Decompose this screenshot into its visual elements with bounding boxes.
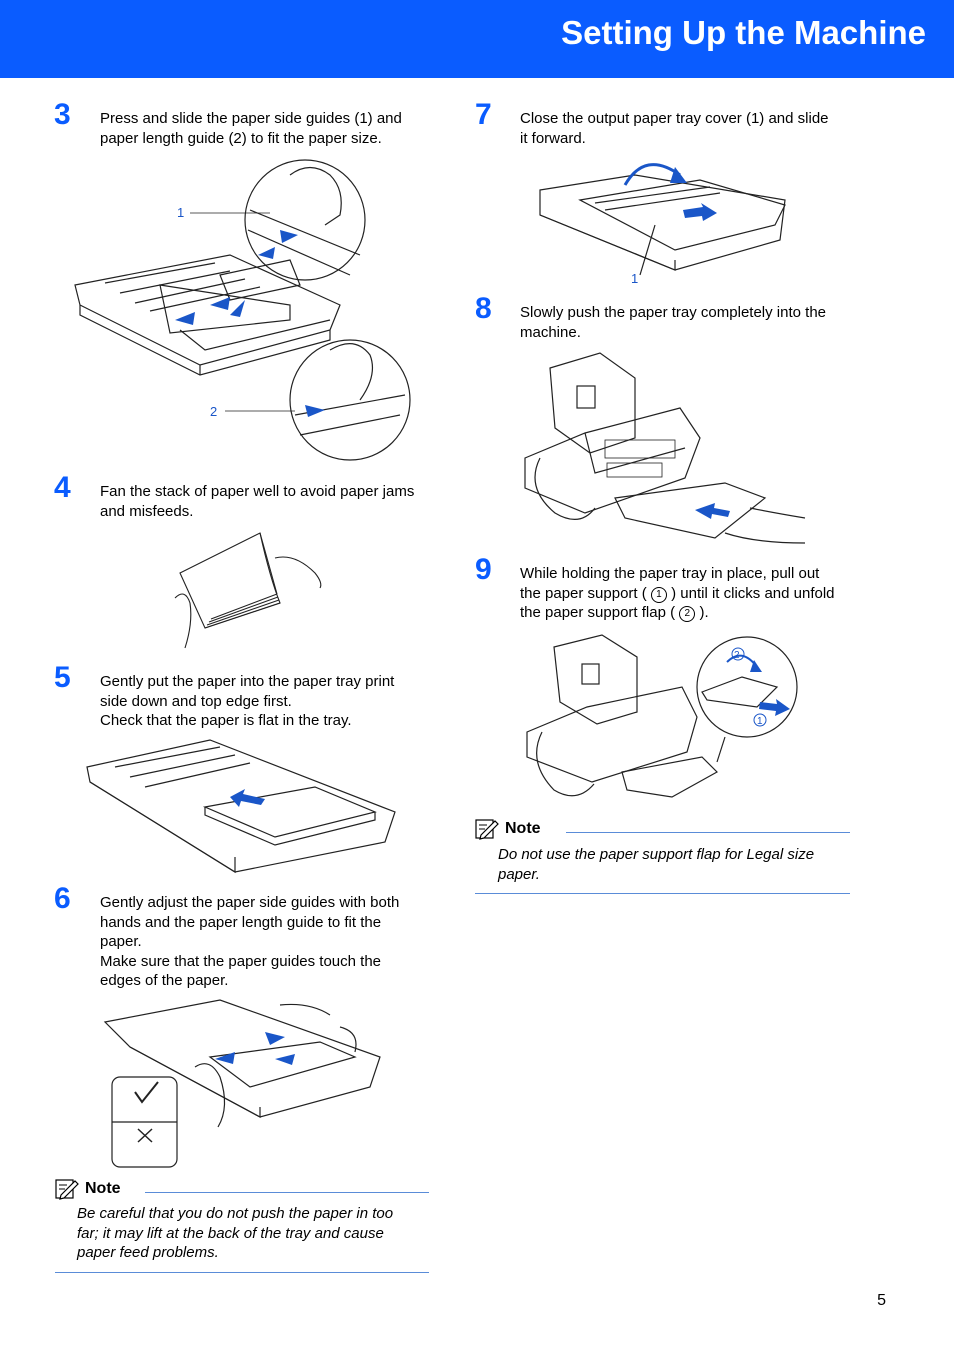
step-9-line-3-end: ). — [699, 604, 709, 621]
step-7-line: it forward. — [520, 129, 586, 147]
note-1-bottom-rule — [55, 1272, 429, 1273]
step-6-line: Make sure that the paper guides touch th… — [100, 952, 382, 970]
note-1-line: paper feed problems. — [77, 1244, 219, 1261]
step-5-line: side down and top edge first. — [100, 692, 292, 710]
step-4-text: Fan the stack of paper well to avoid pap… — [100, 482, 414, 521]
step-5-number: 5 — [54, 661, 71, 694]
step-4-number: 4 — [54, 471, 71, 504]
step-9-callout-2: 2 — [734, 650, 740, 661]
step-8-line: machine. — [520, 323, 581, 341]
note-box-2: Note Do not use the paper support flap f… — [475, 817, 850, 895]
step-9-line-2-start: the paper support ( — [520, 584, 647, 602]
step-9-callout-1: 1 — [757, 716, 763, 727]
note-2-label: Note — [505, 820, 541, 837]
note-1-line: far; it may lift at the back of the tray… — [77, 1224, 384, 1242]
step-8-text: Slowly push the paper tray completely in… — [520, 303, 826, 342]
step-5-line: Check that the paper is flat in the tray… — [100, 712, 352, 729]
step-3-callout-2: 2 — [210, 404, 217, 419]
step-3-text: Press and slide the paper side guides (1… — [100, 109, 402, 148]
step-9-text: While holding the paper tray in place, p… — [520, 564, 835, 623]
step-7-text: Close the output paper tray cover (1) an… — [520, 109, 829, 148]
note-2-line: Do not use the paper support flap for Le… — [498, 846, 815, 863]
step-6-number: 6 — [54, 882, 71, 915]
step-6-line: edges of the paper. — [100, 972, 229, 989]
step-4-line: Fan the stack of paper well to avoid pap… — [100, 483, 415, 500]
step-9-line-2-end: ) until it clicks and unfold — [671, 584, 835, 602]
step-5-figure-loading-paper — [85, 737, 400, 877]
step-8-figure-push-tray-in — [515, 348, 810, 553]
note-2-heading: Note — [475, 817, 541, 841]
step-6-figure-adjust-guides — [100, 997, 385, 1172]
step-3-line: Press and slide the paper side guides (1… — [100, 110, 402, 127]
step-7-line: Close the output paper tray cover (1) an… — [520, 110, 829, 127]
step-6-line: paper. — [100, 933, 142, 950]
step-5-text: Gently put the paper into the paper tray… — [100, 672, 394, 731]
step-9-number: 9 — [475, 553, 492, 586]
circled-number-2-icon: 2 — [679, 606, 696, 622]
circled-number-1-icon: 1 — [650, 586, 667, 603]
step-8-number: 8 — [475, 292, 492, 325]
note-1-label: Note — [85, 1180, 121, 1197]
step-9-line-1: While holding the paper tray in place, p… — [520, 565, 820, 582]
note-1-heading: Note — [55, 1177, 121, 1201]
step-6-line: hands and the paper length guide to fit … — [100, 913, 382, 931]
step-7-figure-close-output-tray: 1 — [535, 155, 790, 290]
page-number: 5 — [877, 1292, 886, 1309]
note-box-1: Note Be careful that you do not push the… — [55, 1177, 429, 1274]
note-2-bottom-rule — [475, 893, 850, 894]
step-9-figure-pull-paper-support: 2 1 — [522, 632, 802, 810]
step-4-figure-fanning-paper — [155, 528, 330, 656]
note-2-line: paper. — [498, 865, 540, 883]
step-3-line: paper length guide (2) to fit the paper … — [100, 129, 382, 147]
note-2-rule — [566, 832, 850, 833]
note-1-line: Be careful that you do not push the pape… — [77, 1205, 394, 1222]
step-5-line: Gently put the paper into the paper tray… — [100, 673, 395, 690]
pencil-note-icon — [475, 819, 499, 840]
page-title: Setting Up the Machine — [561, 14, 926, 51]
step-9-line-3: the paper support flap ( 2 ). — [520, 603, 835, 623]
note-2-text: Do not use the paper support flap for Le… — [498, 845, 814, 884]
note-1-rule — [145, 1192, 429, 1193]
step-6-text: Gently adjust the paper side guides with… — [100, 893, 399, 991]
page-header: Setting Up the Machine — [0, 0, 954, 78]
note-1-text: Be careful that you do not push the pape… — [77, 1204, 393, 1263]
step-9-line-3-start: the paper support flap ( — [520, 604, 676, 621]
step-8-line: Slowly push the paper tray completely in… — [520, 304, 826, 321]
step-3-callout-1: 1 — [177, 205, 184, 220]
pencil-note-icon — [55, 1179, 79, 1200]
step-3-figure-paper-tray-guides: 1 2 — [60, 155, 420, 470]
step-6-line: Gently adjust the paper side guides with… — [100, 894, 400, 911]
step-7-callout-1: 1 — [631, 271, 638, 286]
step-7-number: 7 — [475, 98, 492, 131]
step-9-line-2: the paper support ( 1 ) until it clicks … — [520, 584, 835, 604]
step-4-line: and misfeeds. — [100, 502, 194, 520]
step-3-number: 3 — [54, 98, 71, 131]
